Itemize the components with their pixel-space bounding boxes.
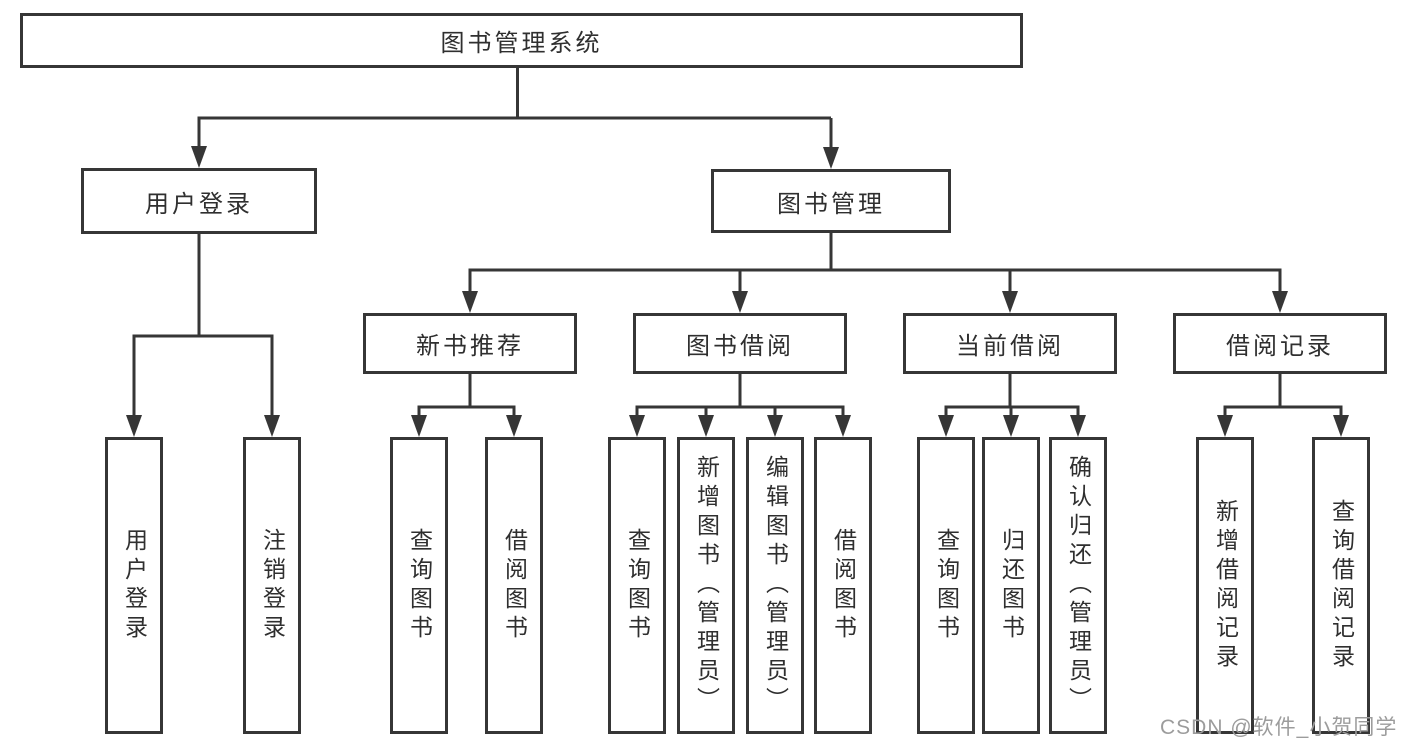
- leaf-logout-label: 注销登录: [259, 527, 286, 644]
- connector-current-borrowing-to-leaves: [938, 374, 1086, 437]
- leaf-edit-book-admin-label: 编辑图书（管理员）: [762, 455, 789, 716]
- leaf-user-login: 用户登录: [105, 437, 163, 734]
- leaf-borrow-books-recommend: 借阅图书: [485, 437, 543, 734]
- leaf-query-books-recommend-label: 查询图书: [406, 527, 433, 644]
- node-user-login-label: 用户登录: [145, 190, 253, 218]
- leaf-borrow-books-label: 借阅图书: [830, 527, 857, 644]
- node-user-login: 用户登录: [81, 168, 317, 234]
- leaf-add-borrow-record: 新增借阅记录: [1196, 437, 1254, 734]
- connector-borrow-records-to-leaves: [1217, 374, 1349, 437]
- leaf-query-books-recommend: 查询图书: [390, 437, 448, 734]
- node-current-borrowing-label: 当前借阅: [956, 333, 1064, 360]
- connector-new-book-recommend-to-leaves: [411, 374, 522, 437]
- leaf-logout: 注销登录: [243, 437, 301, 734]
- leaf-return-books-label: 归还图书: [998, 527, 1025, 644]
- leaf-query-books-borrowing: 查询图书: [608, 437, 666, 734]
- leaf-borrow-books: 借阅图书: [814, 437, 872, 734]
- node-book-borrowing: 图书借阅: [633, 313, 847, 374]
- leaf-confirm-return-admin-label: 确认归还（管理员）: [1065, 455, 1092, 716]
- leaf-query-books-current: 查询图书: [917, 437, 975, 734]
- leaf-query-books-borrowing-label: 查询图书: [624, 527, 651, 644]
- leaf-add-book-admin: 新增图书（管理员）: [677, 437, 735, 734]
- leaf-edit-book-admin: 编辑图书（管理员）: [746, 437, 804, 734]
- connector-book-borrowing-to-leaves: [629, 374, 851, 437]
- node-borrow-records: 借阅记录: [1173, 313, 1387, 374]
- connector-user-login-to-leaves: [126, 234, 280, 437]
- node-new-book-recommend: 新书推荐: [363, 313, 577, 374]
- leaf-user-login-label: 用户登录: [121, 527, 148, 644]
- node-new-book-recommend-label: 新书推荐: [416, 333, 524, 360]
- leaf-add-borrow-record-label: 新增借阅记录: [1212, 498, 1239, 673]
- leaf-add-book-admin-label: 新增图书（管理员）: [693, 455, 720, 716]
- node-book-borrowing-label: 图书借阅: [686, 333, 794, 360]
- node-current-borrowing: 当前借阅: [903, 313, 1117, 374]
- leaf-confirm-return-admin: 确认归还（管理员）: [1049, 437, 1107, 734]
- leaf-return-books: 归还图书: [982, 437, 1040, 734]
- connector-book-management-to-level3: [462, 233, 1288, 313]
- node-library-system: 图书管理系统: [20, 13, 1023, 68]
- node-library-system-label: 图书管理系统: [440, 30, 603, 57]
- node-book-management-label: 图书管理: [777, 190, 885, 218]
- watermark-text: CSDN @软件_小贺同学: [1160, 716, 1398, 739]
- connector-root-to-level2: [191, 68, 839, 169]
- leaf-query-books-current-label: 查询图书: [933, 527, 960, 644]
- leaf-borrow-books-recommend-label: 借阅图书: [501, 527, 528, 644]
- node-borrow-records-label: 借阅记录: [1226, 333, 1334, 360]
- node-book-management: 图书管理: [711, 169, 951, 233]
- leaf-query-borrow-record: 查询借阅记录: [1312, 437, 1370, 734]
- leaf-query-borrow-record-label: 查询借阅记录: [1328, 498, 1355, 673]
